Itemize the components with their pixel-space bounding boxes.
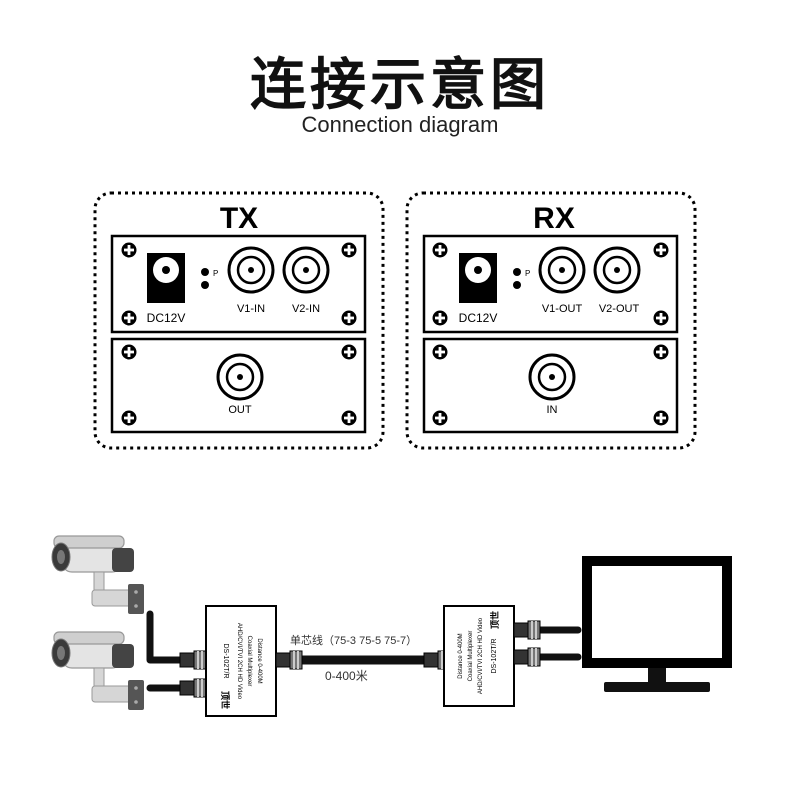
tx-device-line3: Distance 0-400M bbox=[256, 638, 262, 683]
bnc-plug-icon bbox=[179, 678, 207, 698]
rx-power-label: DC12V bbox=[459, 311, 498, 325]
rx-input-label: IN bbox=[547, 404, 558, 416]
rx-device-line2: Coaxial Multiplexer bbox=[468, 631, 474, 682]
page-title: 连接示意图 bbox=[250, 53, 550, 118]
tx-device: DS-102T/R AHD/CVI/TVI 2CH HD Video Coaxi… bbox=[205, 605, 277, 717]
tx-device-line2: Coaxial Multiplexer bbox=[246, 636, 252, 687]
screw-icon bbox=[653, 310, 669, 326]
screw-icon bbox=[121, 410, 137, 426]
rx-device: DS-102T/R AHD/CVI/TVI 2CH HD Video Coaxi… bbox=[443, 605, 515, 707]
camera-icon bbox=[51, 631, 145, 711]
page-subtitle: Connection diagram bbox=[301, 112, 499, 137]
rx-device-model: DS-102T/R bbox=[491, 638, 498, 673]
wiring-scene: DS-102T/R AHD/CVI/TVI 2CH HD Video Coaxi… bbox=[51, 535, 732, 717]
rx-device-line3: Distance 0-400M bbox=[458, 633, 464, 678]
indicator-led-icon bbox=[201, 281, 209, 289]
tx-device-brand: 顶世 bbox=[220, 691, 231, 709]
tx-dashed-outline bbox=[93, 191, 385, 450]
tx-port2-label: V2-IN bbox=[292, 303, 320, 315]
screw-icon bbox=[653, 410, 669, 426]
monitor-icon bbox=[582, 556, 732, 692]
tx-power-label: DC12V bbox=[147, 311, 186, 325]
rx-panel: RX DC12V P V1-OUT V2-OUT IN bbox=[405, 191, 697, 450]
bnc-connector-icon bbox=[538, 246, 586, 294]
screw-icon bbox=[341, 310, 357, 326]
tx-panel: TX DC12V P V1-IN V2-IN OUT bbox=[93, 191, 385, 450]
screw-icon bbox=[121, 310, 137, 326]
screw-icon bbox=[653, 242, 669, 258]
rx-device-brand: 顶世 bbox=[489, 611, 500, 629]
screw-icon bbox=[432, 410, 448, 426]
rx-device-line1: AHD/CVI/TVI 2CH HD Video bbox=[478, 617, 484, 694]
tx-port1-label: V1-IN bbox=[237, 303, 265, 315]
rx-label: RX bbox=[533, 202, 575, 235]
dc-jack-icon bbox=[459, 253, 497, 303]
tx-output-label: OUT bbox=[228, 404, 252, 416]
bnc-connector-icon bbox=[282, 246, 330, 294]
screw-icon bbox=[121, 344, 137, 360]
bnc-plug-icon bbox=[513, 620, 541, 640]
screw-icon bbox=[432, 310, 448, 326]
bnc-plug-icon bbox=[513, 647, 541, 667]
tx-label: TX bbox=[220, 202, 258, 235]
dc-jack-icon bbox=[147, 253, 185, 303]
indicator-led-icon bbox=[201, 268, 209, 276]
camera1-cable bbox=[146, 610, 189, 664]
rx-indicator-label: P bbox=[525, 269, 530, 278]
camera-icon bbox=[51, 535, 145, 615]
bnc-plug-icon bbox=[179, 650, 207, 670]
bnc-connector-icon bbox=[227, 246, 275, 294]
tx-device-model: DS-102T/R bbox=[222, 643, 229, 678]
tx-indicator-label: P bbox=[213, 269, 218, 278]
screw-icon bbox=[653, 344, 669, 360]
cable-distance-label: 0-400米 bbox=[325, 669, 368, 683]
rx-dashed-outline bbox=[405, 191, 697, 450]
indicator-led-icon bbox=[513, 281, 521, 289]
bnc-connector-icon bbox=[528, 353, 576, 401]
cable-type-label: 单芯线（75-3 75-5 75-7） bbox=[290, 633, 417, 647]
screw-icon bbox=[121, 242, 137, 258]
bnc-connector-icon bbox=[216, 353, 264, 401]
bnc-plug-icon bbox=[275, 650, 303, 670]
screw-icon bbox=[432, 242, 448, 258]
rx-port2-label: V2-OUT bbox=[599, 303, 640, 315]
rx-port1-label: V1-OUT bbox=[542, 303, 583, 315]
indicator-led-icon bbox=[513, 268, 521, 276]
screw-icon bbox=[341, 242, 357, 258]
bnc-connector-icon bbox=[593, 246, 641, 294]
screw-icon bbox=[341, 410, 357, 426]
screw-icon bbox=[341, 344, 357, 360]
tx-device-line1: AHD/CVI/TVI 2CH HD Video bbox=[236, 623, 242, 700]
screw-icon bbox=[432, 344, 448, 360]
